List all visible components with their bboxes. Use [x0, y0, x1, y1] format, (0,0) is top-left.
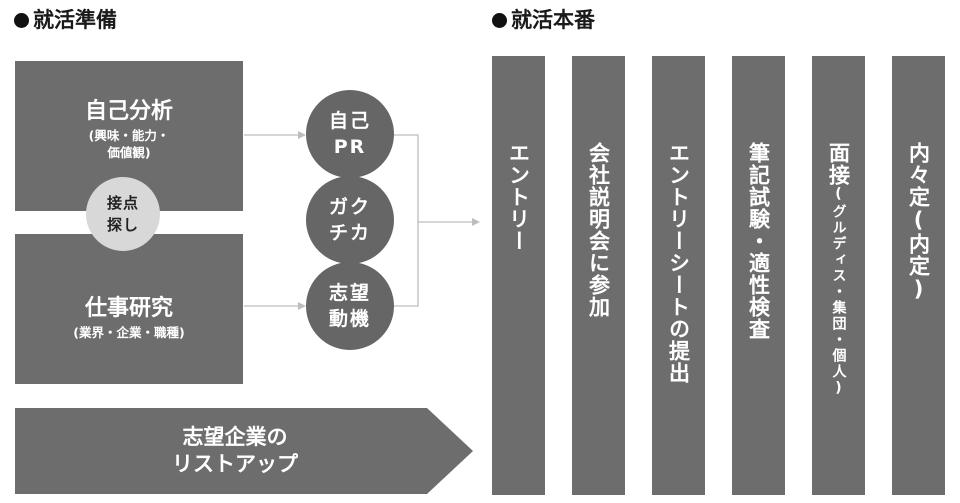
circle-motivation: 志望 動機	[306, 262, 394, 350]
step-interview-text: 面接(グルディス・集団・個人)	[826, 142, 852, 398]
step-written-test: 筆記試験・適性検査	[732, 56, 785, 495]
step-company-briefing: 会社説明会に参加	[572, 56, 625, 495]
bullet-dot-icon	[492, 12, 507, 28]
step-entry-sheet-label: エントリーシートの提出	[666, 142, 691, 384]
banner-line-2: リストアップ	[172, 452, 298, 476]
circle-gakuchika: ガク チカ	[306, 176, 394, 264]
step-entry: エントリー	[492, 56, 545, 495]
self-analysis-title: 自己分析	[84, 99, 173, 124]
contact-search-line-2: 探し	[106, 216, 139, 234]
self-analysis-sub-1: (興味・能力・	[88, 128, 170, 143]
step-job-offer-label: 内々定(内定)	[906, 142, 931, 302]
main-heading-text: 就活本番	[511, 8, 595, 32]
circle-motivation-line-2: 動機	[328, 308, 371, 330]
contact-search-line-1: 接点	[106, 194, 139, 212]
step-entry-label: エントリー	[506, 142, 531, 252]
arrow-head-icon	[298, 302, 306, 310]
job-research-box: 仕事研究 (業界・企業・職種)	[15, 234, 243, 384]
contact-search-circle: 接点 探し	[86, 177, 160, 251]
main-heading: 就活本番	[492, 7, 595, 33]
job-research-title: 仕事研究	[84, 296, 173, 321]
banner-line-1: 志望企業の	[182, 425, 288, 449]
circle-gakuchika-line-1: ガク	[328, 196, 371, 218]
circle-motivation-line-1: 志望	[328, 282, 371, 304]
bullet-dot-icon	[14, 12, 29, 28]
step-interview-note: (グルディス・集団・個人)	[830, 186, 847, 398]
job-research-sub: (業界・企業・職種)	[73, 325, 185, 340]
step-written-test-label: 筆記試験・適性検査	[746, 142, 771, 340]
banner-arrow-shape	[15, 408, 473, 494]
self-analysis-sub-2: 価値観)	[107, 145, 151, 160]
step-interview: 面接(グルディス・集団・個人)	[812, 56, 865, 495]
step-interview-label: 面接	[826, 142, 851, 186]
arrow-head-icon	[298, 131, 306, 139]
arrow-head-icon	[472, 218, 480, 226]
prep-heading-text: 就活準備	[33, 8, 117, 32]
bracket-line	[386, 134, 419, 307]
circle-self-pr-line-2: PR	[333, 136, 367, 158]
step-company-briefing-label: 会社説明会に参加	[586, 142, 611, 318]
circle-self-pr-line-1: 自己	[328, 110, 371, 132]
circle-self-pr: 自己 PR	[306, 90, 394, 178]
circle-gakuchika-line-2: チカ	[328, 222, 371, 244]
prep-heading: 就活準備	[14, 7, 117, 33]
step-entry-sheet: エントリーシートの提出	[652, 56, 705, 495]
step-job-offer: 内々定(内定)	[892, 56, 945, 495]
company-list-banner: 志望企業の リストアップ	[15, 408, 475, 494]
